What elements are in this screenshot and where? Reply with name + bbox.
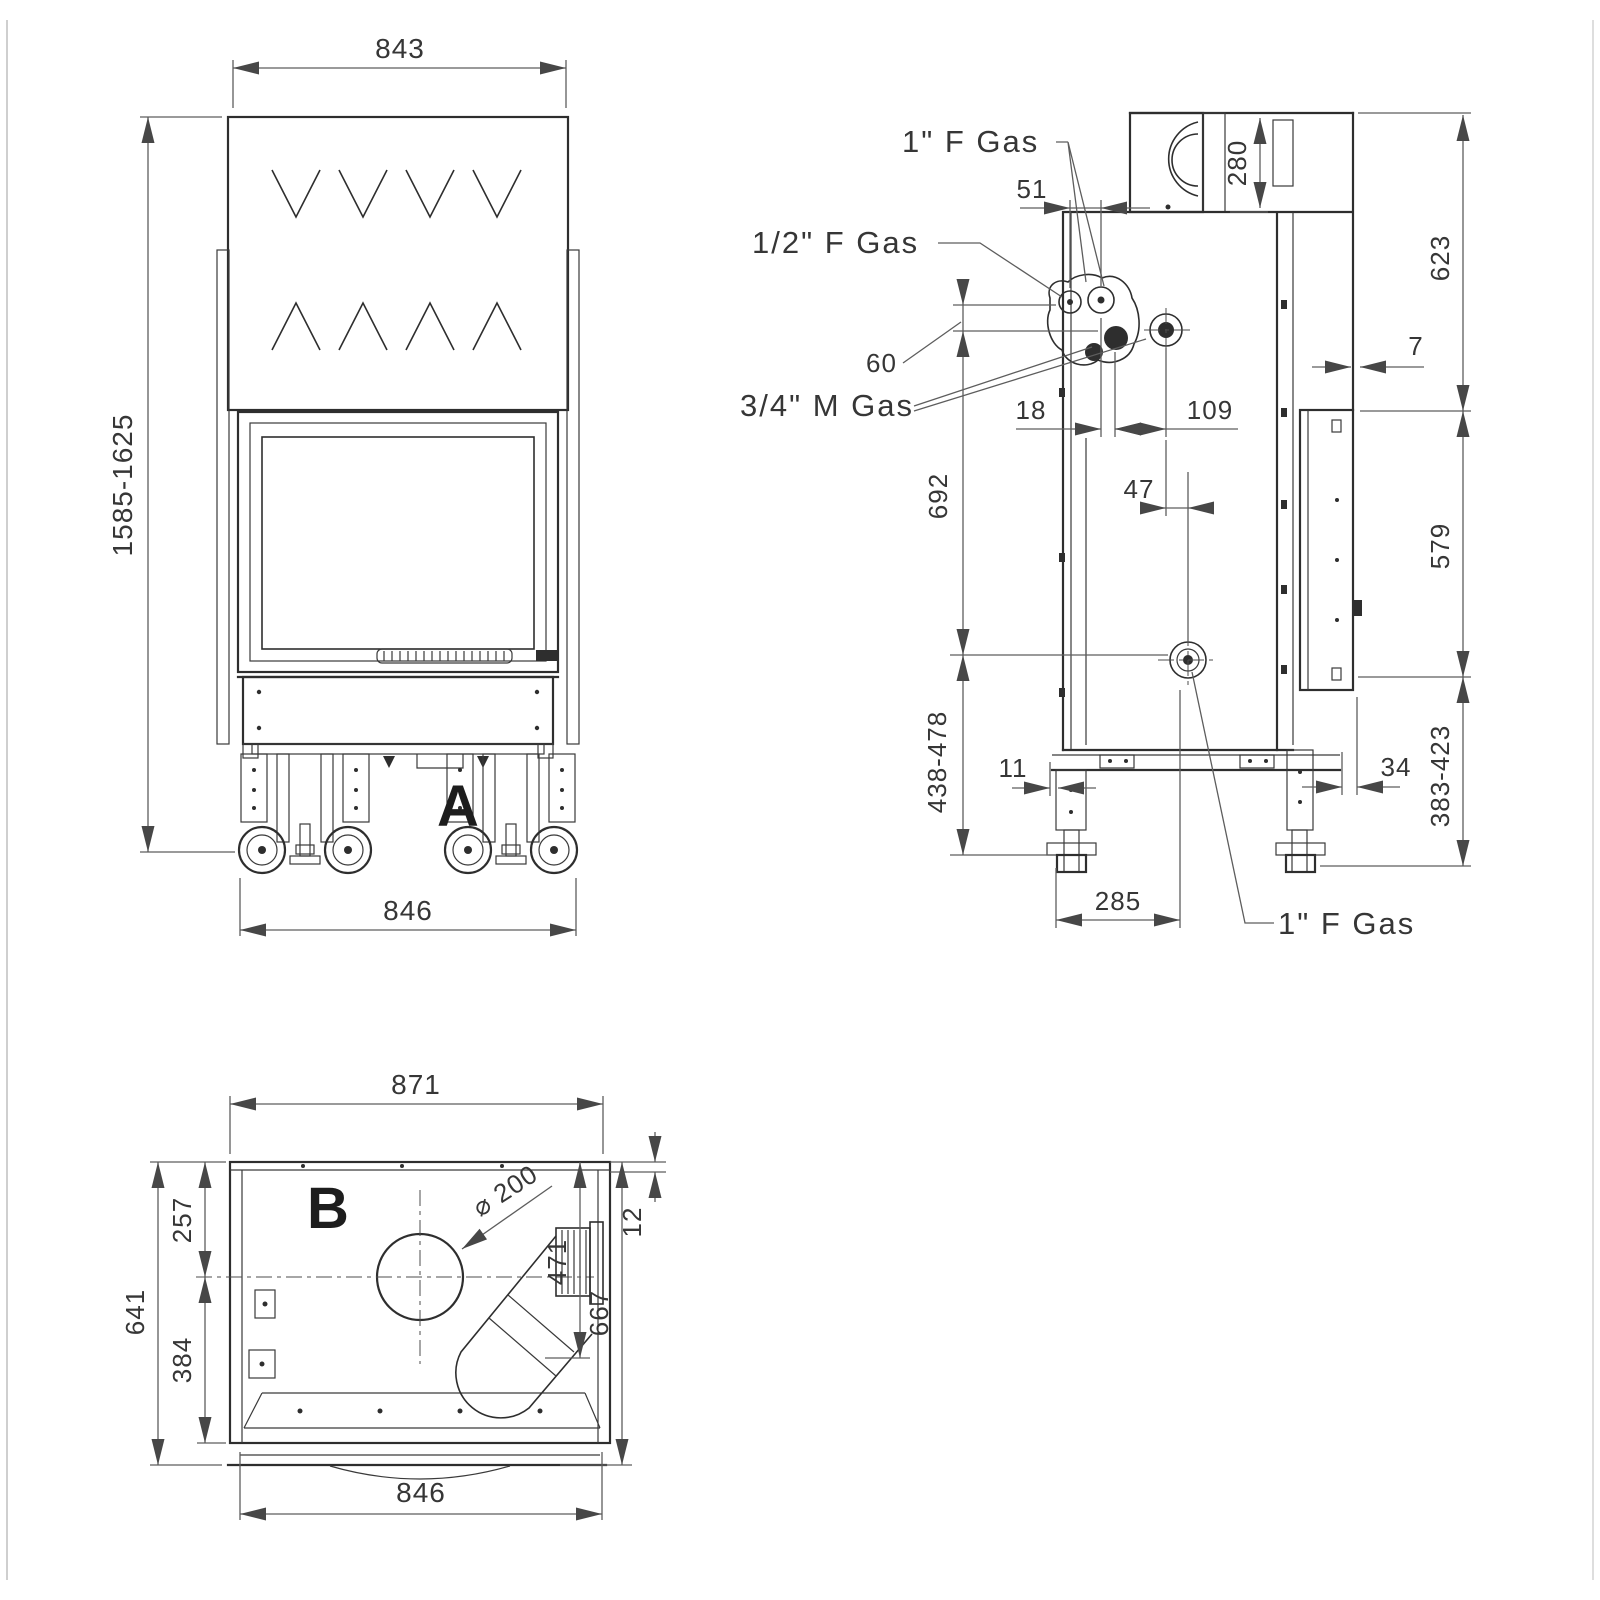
view-label-B: B [307, 1176, 349, 1241]
gas-valve-assembly [1046, 273, 1190, 366]
plan-body-outline [228, 1160, 612, 1445]
base-center-recess [416, 754, 464, 769]
dim-384: 384 [167, 1337, 197, 1383]
dim-383-423: 383-423 [1425, 725, 1455, 827]
door-latch [536, 650, 557, 661]
vent-louvres-second-row [271, 301, 522, 351]
front-view: 843 1585-1625 846 A [107, 33, 580, 937]
port-one-inch [1087, 286, 1115, 314]
base-arrow-marks [383, 756, 489, 768]
dim-285: 285 [1095, 886, 1141, 916]
dim-18: 18 [1016, 395, 1047, 425]
front-convection-box [226, 115, 570, 412]
leader-60 [902, 321, 962, 364]
label-34m-gas: 3/4" M Gas [740, 388, 914, 423]
flue-curve [1167, 121, 1199, 197]
dim-51: 51 [1017, 174, 1048, 204]
dim-34: 34 [1381, 752, 1412, 782]
side-leg-rear [1275, 749, 1326, 874]
dim-623: 623 [1425, 235, 1455, 281]
plan-front-arc [329, 1465, 511, 1480]
port-half-inch [1058, 290, 1082, 314]
plan-firebox-floor [243, 1392, 601, 1429]
dim-109: 109 [1187, 395, 1233, 425]
label-half-f-gas: 1/2" F Gas [752, 225, 919, 260]
front-door-frame [236, 410, 560, 674]
dim-846-plan: 846 [396, 1477, 446, 1508]
caster-assembly-right [443, 753, 579, 875]
front-bottom-panel [241, 675, 555, 746]
wheel [443, 825, 493, 875]
wheel [323, 825, 373, 875]
label-1f-gas-bottom: 1" F Gas [1278, 906, 1415, 941]
door-handle-hatch [383, 651, 505, 661]
dim-667: 667 [584, 1290, 614, 1336]
side-view: 1" F Gas 1/2" F Gas 60 3/4" M Gas 51 280… [740, 111, 1471, 941]
dim-471: 471 [542, 1239, 572, 1285]
dim-871: 871 [391, 1069, 441, 1100]
leader-half-f-gas [938, 242, 1063, 298]
wheel [529, 825, 579, 875]
dim-1585-1625: 1585-1625 [107, 414, 138, 557]
dim-846-front: 846 [383, 895, 433, 926]
rear-frame-panel [1298, 408, 1355, 692]
label-1f-gas-top: 1" F Gas [902, 124, 1039, 159]
dim-692: 692 [923, 473, 953, 519]
dim-257: 257 [167, 1197, 197, 1243]
port-three-quarter-m [1104, 326, 1128, 350]
flue-elbow-duct [455, 1221, 604, 1419]
side-body-outline [1061, 111, 1355, 752]
front-glass [261, 436, 535, 650]
dim-579: 579 [1425, 523, 1455, 569]
leader-34m-gas [913, 338, 1147, 412]
dim-641: 641 [120, 1289, 150, 1335]
view-label-A: A [437, 774, 479, 839]
front-base-rail [251, 743, 545, 755]
dim-7: 7 [1408, 331, 1423, 361]
wheel [237, 825, 287, 875]
chimney-box [1128, 111, 1205, 214]
front-door-inner-frame [249, 422, 547, 662]
dim-11: 11 [999, 753, 1028, 783]
leader-1f-gas-top [1056, 141, 1105, 287]
leader-1f-gas-bottom [1191, 671, 1274, 924]
side-leg-front [1046, 769, 1097, 874]
vent-louvres-top-row [271, 169, 522, 219]
leader-flue-diameter [461, 1185, 553, 1250]
dim-flue-diameter: ⌀ 200 [467, 1158, 543, 1222]
caster-assembly-left [237, 753, 373, 875]
dim-438-478: 438-478 [922, 711, 952, 813]
label-60: 60 [866, 348, 897, 378]
side-base-lines [1050, 748, 1342, 772]
plan-view: ⌀ 200 B 871 641 257 384 12 471 667 846 [120, 1069, 666, 1521]
dim-280: 280 [1222, 140, 1252, 186]
dim-843: 843 [375, 33, 425, 64]
dim-47: 47 [1124, 474, 1155, 504]
front-side-strip-left [216, 249, 230, 745]
door-handle-grille [376, 648, 513, 664]
front-side-strip-right [566, 249, 580, 745]
